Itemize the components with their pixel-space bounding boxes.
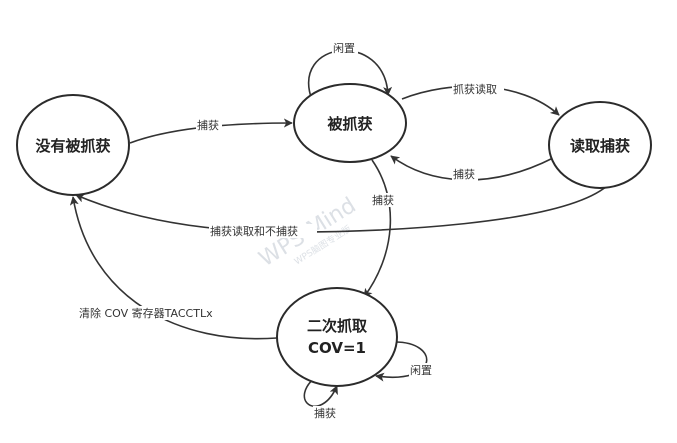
label-captured-to-read: 抓获读取 — [453, 82, 497, 96]
label-read-to-no-capture: 捕获读取和不捕获 — [210, 224, 298, 238]
node-captured[interactable]: 被抓获 — [293, 83, 407, 163]
edge-second-idle-loop — [375, 341, 428, 382]
node-no-capture-label: 没有被抓获 — [35, 137, 110, 155]
label-idle-top: 闲置 — [333, 41, 355, 55]
node-read-capture[interactable]: 读取捕获 — [548, 101, 652, 189]
node-no-capture[interactable]: 没有被抓获 — [16, 94, 130, 196]
edge-captured-to-second — [363, 159, 392, 298]
label-capture-second: 捕获 — [314, 406, 336, 420]
edge-second-capture-loop — [303, 374, 338, 407]
label-no-to-captured: 捕获 — [197, 118, 219, 132]
node-second-capture-label-1: 二次抓取 — [307, 317, 368, 335]
label-idle-second: 闲置 — [410, 363, 432, 377]
node-captured-label: 被抓获 — [327, 115, 372, 133]
edge-labels: 闲置 捕获 抓获读取 捕获 捕获 捕获读取和不捕获 清除 COV 寄存器TACC… — [78, 41, 504, 420]
node-second-capture[interactable]: 二次抓取 COV=1 — [276, 287, 398, 387]
label-second-to-no-capture: 清除 COV 寄存器TACCTLx — [79, 306, 213, 320]
label-read-to-captured: 捕获 — [453, 167, 475, 181]
node-second-capture-label-2: COV=1 — [308, 339, 366, 357]
node-read-capture-label: 读取捕获 — [570, 137, 630, 155]
label-captured-to-second: 捕获 — [372, 193, 394, 207]
